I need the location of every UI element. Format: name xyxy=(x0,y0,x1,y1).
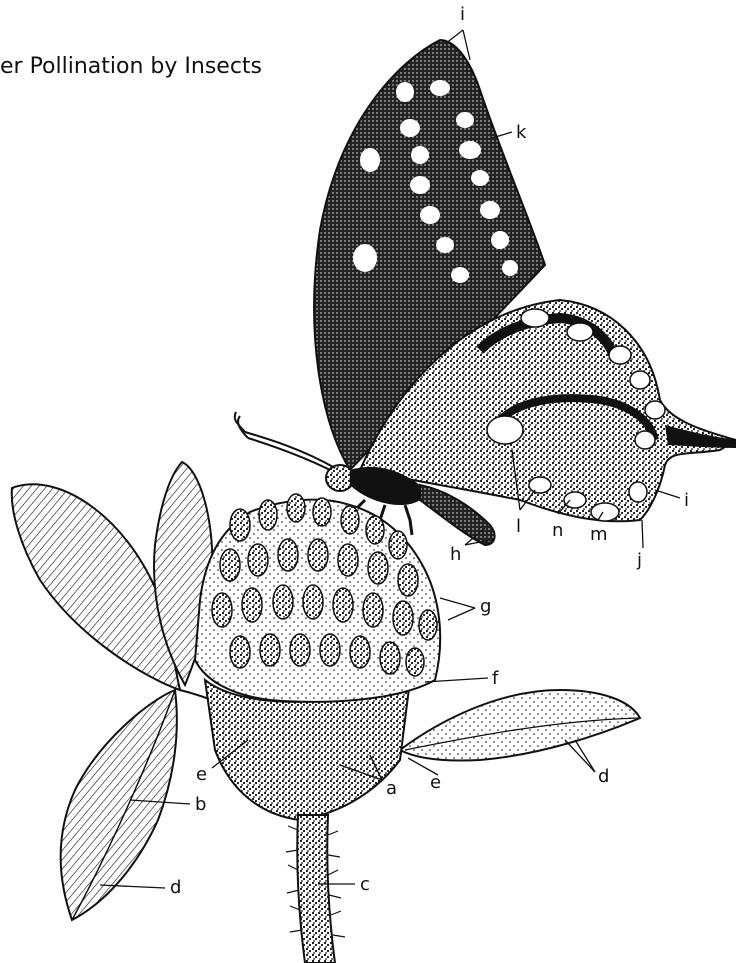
label-e-right: e xyxy=(430,772,441,793)
label-e-left: e xyxy=(196,764,207,785)
label-h: h xyxy=(450,544,461,565)
label-f: f xyxy=(492,668,499,689)
label-c: c xyxy=(360,874,370,895)
leaf-right xyxy=(400,690,640,761)
label-g: g xyxy=(480,596,491,617)
label-n: n xyxy=(552,520,563,541)
label-j: j xyxy=(636,550,642,571)
butterfly-head xyxy=(326,465,354,491)
label-i-top: i xyxy=(460,4,465,25)
stem xyxy=(297,815,335,963)
label-l: l xyxy=(516,516,521,537)
clover-flower xyxy=(195,494,440,963)
butterfly-abdomen xyxy=(420,485,495,545)
label-k: k xyxy=(516,122,527,143)
label-d-left: d xyxy=(170,877,181,898)
label-a: a xyxy=(386,778,397,799)
label-b: b xyxy=(195,794,206,815)
label-m: m xyxy=(590,524,608,545)
label-d-right: d xyxy=(598,766,609,787)
butterfly xyxy=(235,40,736,545)
label-i-right: i xyxy=(684,490,689,511)
